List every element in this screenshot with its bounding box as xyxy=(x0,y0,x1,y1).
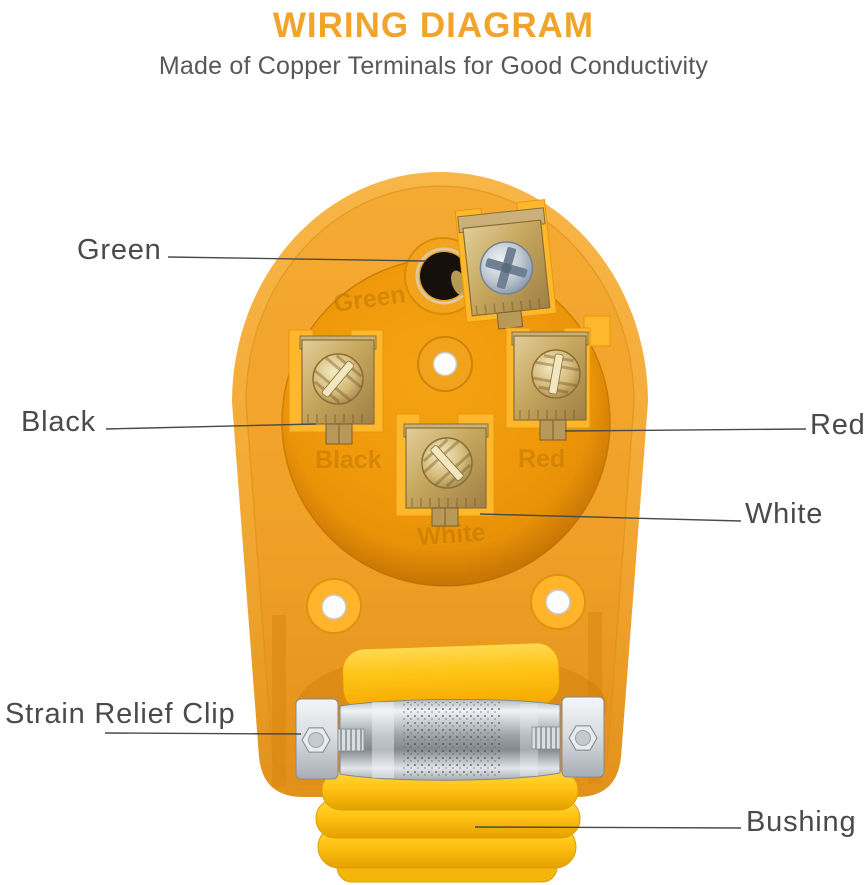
green-phillips-screw xyxy=(479,241,534,295)
strain-relief-clamp xyxy=(295,696,605,781)
leader-lines xyxy=(104,256,807,829)
embossed-red-text: Red xyxy=(518,445,565,473)
strain-relief-label: Strain Relief Clip xyxy=(5,698,236,730)
cord-bushing xyxy=(315,770,581,883)
red-terminal-screw xyxy=(531,349,581,399)
page-title: WIRING DIAGRAM xyxy=(272,6,595,45)
red-leader-line xyxy=(564,428,807,432)
embossed-labels: Green Black Red White xyxy=(315,280,565,551)
clamp-bolt-left xyxy=(301,727,331,753)
terminal-red xyxy=(505,315,611,441)
page-subtitle: Made of Copper Terminals for Good Conduc… xyxy=(158,52,709,80)
black-label: Black xyxy=(21,406,96,438)
terminal-white xyxy=(395,413,495,527)
center-screw-boss xyxy=(417,336,473,392)
mounting-hole-right xyxy=(530,574,586,630)
white-leader-line xyxy=(479,513,742,522)
embossed-black-text: Black xyxy=(315,446,382,474)
bushing-leader-line xyxy=(474,826,742,829)
green-label: Green xyxy=(77,234,162,266)
white-terminal-screw xyxy=(421,437,473,489)
white-label: White xyxy=(745,498,824,530)
clamp-bolt-right xyxy=(568,725,598,751)
right-bolt-thread xyxy=(531,726,561,750)
black-terminal-screw xyxy=(312,353,364,405)
left-bolt-thread xyxy=(335,728,365,752)
bushing-label: Bushing xyxy=(746,806,857,838)
black-leader-line xyxy=(105,423,317,430)
terminal-black xyxy=(288,329,384,445)
red-label: Red xyxy=(810,409,866,441)
green-leader-line xyxy=(167,256,427,262)
mounting-hole-left xyxy=(306,578,362,634)
terminal-green xyxy=(454,199,557,330)
strain-relief-leader-line xyxy=(104,732,302,735)
header: WIRING DIAGRAM Made of Copper Terminals … xyxy=(0,6,867,81)
